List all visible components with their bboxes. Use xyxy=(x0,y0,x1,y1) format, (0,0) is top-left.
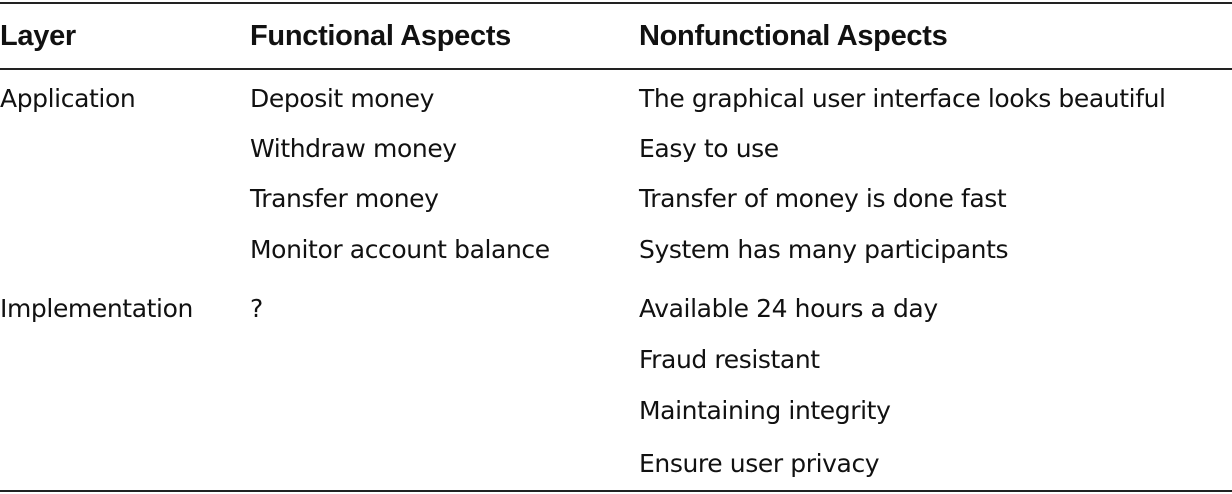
nonfunctional-item: Ensure user privacy xyxy=(639,449,880,478)
table-header-rule xyxy=(0,68,1232,70)
layer-implementation: Implementation xyxy=(0,294,193,323)
functional-item: Deposit money xyxy=(250,84,434,113)
nonfunctional-item: Fraud resistant xyxy=(639,345,820,374)
header-layer: Layer xyxy=(0,20,76,52)
nonfunctional-item: The graphical user interface looks beaut… xyxy=(639,84,1166,113)
header-nonfunctional-aspects: Nonfunctional Aspects xyxy=(639,20,948,52)
table-top-rule xyxy=(0,2,1232,4)
functional-item: Transfer money xyxy=(250,184,439,213)
functional-item: Withdraw money xyxy=(250,134,457,163)
nonfunctional-item: Available 24 hours a day xyxy=(639,294,938,323)
header-functional-aspects: Functional Aspects xyxy=(250,20,512,52)
nonfunctional-item: Maintaining integrity xyxy=(639,396,891,425)
nonfunctional-item: System has many participants xyxy=(639,235,1009,264)
nonfunctional-item: Easy to use xyxy=(639,134,779,163)
table-bottom-rule xyxy=(0,490,1232,492)
functional-item: ? xyxy=(250,294,263,323)
functional-item: Monitor account balance xyxy=(250,235,550,264)
layer-application: Application xyxy=(0,84,136,113)
nonfunctional-item: Transfer of money is done fast xyxy=(639,184,1007,213)
